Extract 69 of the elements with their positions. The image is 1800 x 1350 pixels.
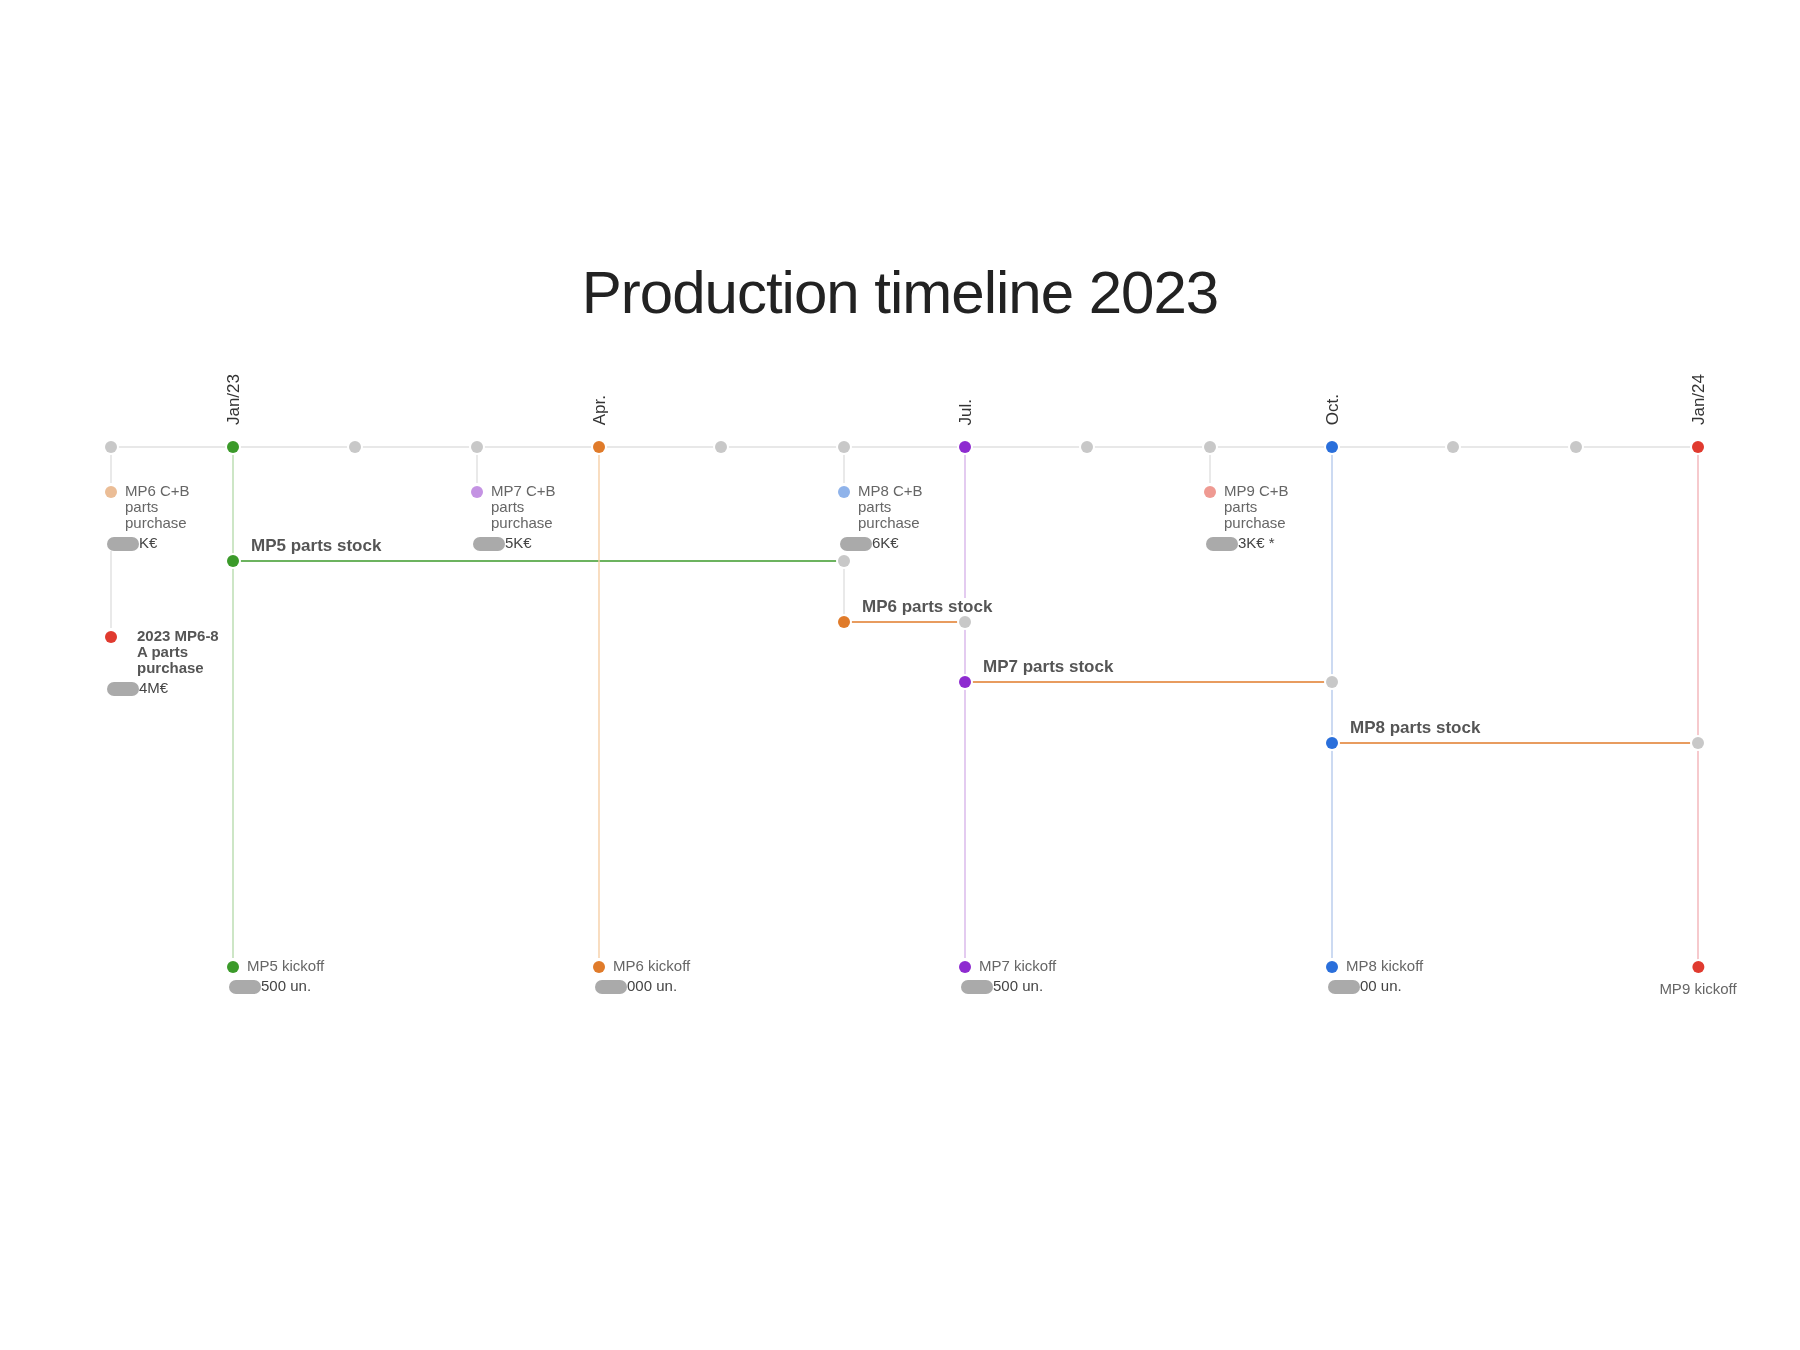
event-label: MP9 kickoff [1659,981,1737,997]
value-text: 000 un. [627,978,678,994]
edge-label: MP6 parts stock [862,598,993,616]
timeline-event [227,958,325,994]
connector-line [1331,687,1333,738]
node-label: MP8 C+B parts purchase [858,482,923,531]
value-text: 500 un. [261,978,312,994]
timeline-dot [838,555,850,567]
connector-line [1697,452,1699,738]
timeline-dot [715,441,727,453]
value-text: 500 un. [993,978,1044,994]
timeline-dot [1081,441,1093,453]
timeline-event [593,958,691,994]
timeline-dot [1326,441,1338,453]
edge-label: MP7 parts stock [983,658,1114,676]
timeline-dot [1692,441,1704,453]
connector-line [1331,452,1333,677]
event-label: MP7 kickoff [979,958,1057,974]
value-text: 3K€ * [1238,535,1275,551]
timeline-event [1326,958,1424,994]
edge-label: MP8 parts stock [1350,719,1481,737]
connector-line [232,566,234,959]
timeline-event [959,958,1057,994]
month-label: Jul. [956,399,976,426]
connector-line [232,452,234,556]
node-label: MP7 C+B parts purchase [491,482,556,531]
month-label: Jan/24 [1689,374,1709,426]
timeline-dot [1326,676,1338,688]
connector-line [1697,748,1699,962]
event-label: MP5 kickoff [247,958,325,974]
timeline-dot [349,441,361,453]
timeline-dot [593,441,605,453]
timeline-dot [838,441,850,453]
connector-line [964,687,966,959]
timeline-dot [1326,737,1338,749]
timeline-dot [1570,441,1582,453]
timeline-dot [105,441,117,453]
timeline-dot [1692,737,1704,749]
connector-line [598,452,600,959]
node-label: MP9 C+B parts purchase [1224,482,1289,531]
timeline-dot [1204,441,1216,453]
value-text: K€ [139,535,158,551]
node-label: MP6 C+B parts purchase [125,482,190,531]
timeline-dot [227,555,239,567]
connector-line [238,560,839,562]
value-text: 00 un. [1360,978,1402,994]
connector-line [1337,742,1693,744]
month-label: Oct. [1323,394,1343,426]
value-text: 6K€ [872,535,899,551]
value-text: 4M€ [139,680,169,696]
timeline-dot [959,676,971,688]
connector-line [964,627,966,677]
timeline-dot [227,441,239,453]
edge-label: MP5 parts stock [251,537,382,555]
timeline-event [1659,961,1737,997]
connector-line [849,621,960,623]
timeline-dot [959,441,971,453]
value-text: 5K€ [505,535,532,551]
connector-line [970,681,1327,683]
month-label: Jan/23 [224,374,244,426]
timeline-dot [959,616,971,628]
connector-line [1331,748,1333,959]
diagram-title: Production timeline 2023 [580,258,1220,327]
timeline-dot [471,441,483,453]
event-label: MP8 kickoff [1346,958,1424,974]
event-label: MP6 kickoff [613,958,691,974]
timeline-dot [838,616,850,628]
timeline-dot [1447,441,1459,453]
month-label: Apr. [590,395,610,426]
